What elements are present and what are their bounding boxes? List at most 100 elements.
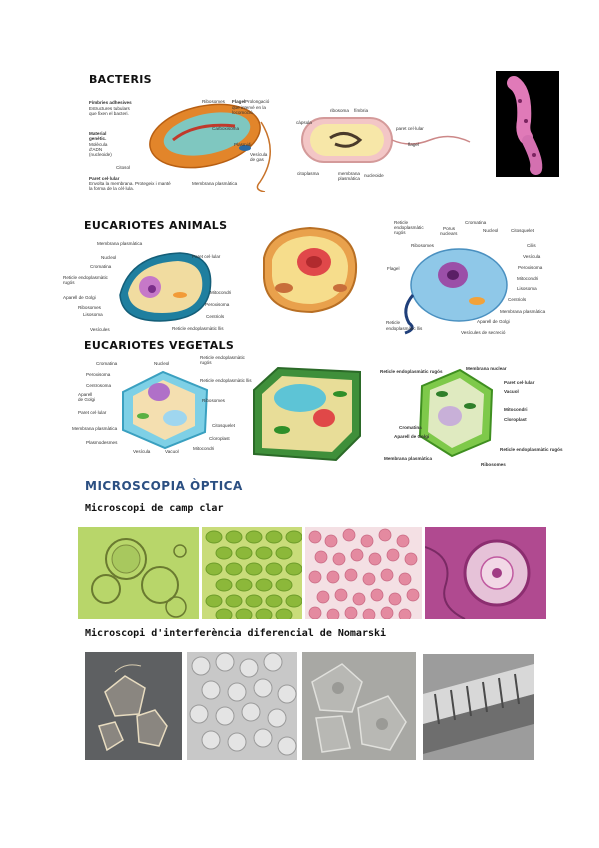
animal3-reticle-llis2: endoplasmàtic llis: [386, 326, 423, 331]
stained-bacterium: [507, 76, 543, 175]
label-paret: Paret cel·lular: [89, 176, 120, 181]
label-material2: genètic.: [89, 136, 107, 141]
animal1-reticle2: rugós: [63, 280, 75, 285]
label-flagel-desc2: que intervé en la: [232, 105, 266, 110]
plant3-reticle: Reticle endoplasmàtic rugós: [380, 369, 443, 374]
animal1-mitocondri: Mitocondri: [210, 290, 232, 295]
label-membrana-pl1: membrana: [338, 171, 360, 176]
plant-cell-diagram-1: [115, 362, 213, 450]
micrograph-dic-epithelial-cells: [302, 652, 416, 760]
bacteria-micrograph: [496, 71, 559, 177]
animal3-flagel: Flagel: [387, 266, 400, 271]
label-carboxisoma: Carboxisoma: [212, 126, 240, 131]
animal1-golgi: Aparell de Golgi: [63, 295, 96, 300]
plant1-golgi1: Aparell: [78, 392, 93, 397]
label-nucleoide: nucleoide: [364, 173, 384, 178]
label-ribosoma: ribosoma: [330, 108, 349, 113]
dic-tissue-image: [423, 664, 534, 754]
animal1-reticle-llis: Reticle endoplasmàtic llis: [172, 326, 224, 331]
animal3-reticle3: rugós: [394, 230, 406, 235]
heading-camp-clar: Microscopi de camp clar: [85, 503, 224, 514]
animal1-peroxisoma: Peroxisoma: [205, 302, 230, 307]
animal1-paret: Paret cel·lular: [192, 254, 221, 259]
heading-animals: EUCARIOTES ANIMALS: [84, 219, 228, 232]
animal-cell-2-illustration: [263, 226, 358, 314]
plant1-cromatina: Cromatina: [96, 361, 118, 366]
plant3-cloroplast: Cloroplast: [504, 417, 527, 422]
animal1-nucleol: Nucleol: [101, 255, 117, 260]
animal3-vesicula: Vesícula: [523, 254, 541, 259]
plant1-centrosoma: Centrosoma: [86, 383, 112, 388]
animal3-lisosoma: Lisosoma: [517, 286, 537, 291]
label-fimbries: Fímbries adhesives: [89, 100, 132, 105]
plant3-membrana-nuclear: Membrana nuclear: [466, 366, 507, 371]
label-paret-desc2: la forma de la cèl·lula.: [89, 186, 134, 191]
label-fimbries-desc1: Estructures tubulars: [89, 106, 130, 111]
animal-cell-diagram-2: [250, 208, 370, 334]
plant-cell-1-illustration: [122, 370, 209, 450]
label-citoplasma: citoplasma: [297, 171, 319, 176]
plant1-plasmodesmes: Plasmodesmes: [86, 440, 118, 445]
plant1-citosquelet: Citosquelet: [212, 423, 235, 428]
bacteria-cell-2-illustration: [301, 117, 471, 163]
plant1-membrana: Membrana plasmàtica: [72, 426, 118, 431]
micrograph-dic-protozoa: [85, 652, 182, 760]
diatoms-image: [91, 538, 187, 618]
plant-cell-diagram-3: [412, 366, 498, 460]
plant3-reticle-llis: Reticle endoplasmàtic rugós: [500, 447, 563, 452]
animal3-peroxisoma: Peroxisoma: [518, 265, 543, 270]
plant1-reticle-llis: Reticle endoplasmàtic llis: [200, 378, 252, 383]
animal-cell-3-illustration: [404, 248, 508, 335]
animal3-ribosomes: Ribosomes: [411, 243, 434, 248]
dic-protozoa-image: [98, 664, 168, 752]
label-plasmidi: Plasmidi: [234, 142, 252, 147]
plant3-paret: Paret cel·lular: [504, 380, 535, 385]
label-fimbries-desc2: que fixen el bacteri.: [89, 111, 129, 116]
label-fimbria: fímbria: [354, 108, 369, 113]
label-material-desc2: d'ADN: [89, 147, 103, 152]
label-material-desc1: Molècula: [89, 142, 108, 147]
animal-cell-1-illustration: [119, 252, 212, 322]
label-membrana-pl2: plasmàtica: [338, 176, 360, 181]
micrograph-dic-blood-cells: [187, 652, 297, 760]
plant1-reticle2: rugós: [200, 360, 212, 365]
heading-microscopia-optica: MICROSCOPIA ÒPTICA: [85, 479, 243, 493]
animal-cell-diagram-3: [395, 235, 513, 335]
label-material-desc3: (nucleoide): [89, 152, 112, 157]
dic-epithelial-cells-image: [311, 663, 407, 753]
plant3-membrana: Membrana plasmàtica: [384, 456, 432, 461]
label-flagel-desc3: locomoció.: [232, 110, 254, 115]
red-blood-cells-image: [308, 528, 420, 619]
animal1-membrana: Membrana plasmàtica: [97, 241, 143, 246]
animal3-reticle1: Reticle: [394, 220, 409, 225]
label-capsula: càpsula: [296, 120, 312, 125]
animal3-porus1: Porus: [443, 226, 456, 231]
label-vesicula2: de gas: [250, 157, 264, 162]
animal3-porus2: nuclears: [440, 231, 458, 236]
animal1-cromatina: Cromatina: [90, 264, 112, 269]
plant1-vesicula: Vesícula: [133, 449, 151, 454]
animal1-lisosoma: Lisosoma: [83, 312, 103, 317]
bacteria-diagram-2: [290, 108, 485, 180]
animal1-centriols: Centriols: [206, 314, 225, 319]
plant1-reticle1: Reticle endoplasmàtic: [200, 355, 245, 360]
plant1-mitocondri: Mitocondri: [193, 446, 215, 451]
animal3-vesicules: Vesícules de secreció: [461, 330, 506, 335]
label-flagel: flagel: [408, 142, 419, 147]
label-flagel-desc1: Prolongació: [245, 99, 270, 104]
plant1-cloroplast: Cloroplast: [209, 436, 230, 441]
animal3-nucleol: Nucleol: [483, 228, 499, 233]
dic-blood-cells-image: [189, 652, 297, 756]
animal1-vesicules: Vesícules: [90, 327, 110, 332]
animal3-mitocondri: Mitocondri: [517, 276, 539, 281]
micrograph-diatoms: [78, 527, 199, 619]
micrograph-oocyte-tissue: [425, 527, 546, 619]
label-vesicula1: Vesícula: [250, 152, 268, 157]
micrograph-plant-cells: [202, 527, 302, 619]
heading-vegetals: EUCARIOTES VEGETALS: [84, 339, 235, 352]
animal3-membrana: Membrana plasmàtica: [500, 309, 546, 314]
animal1-ribosomes: Ribosomes: [78, 305, 101, 310]
plant3-cromatina: Cromatina: [399, 425, 422, 430]
plant1-nucleol: Nucleol: [154, 361, 170, 366]
bacteria-cell-illustration: [149, 103, 271, 192]
